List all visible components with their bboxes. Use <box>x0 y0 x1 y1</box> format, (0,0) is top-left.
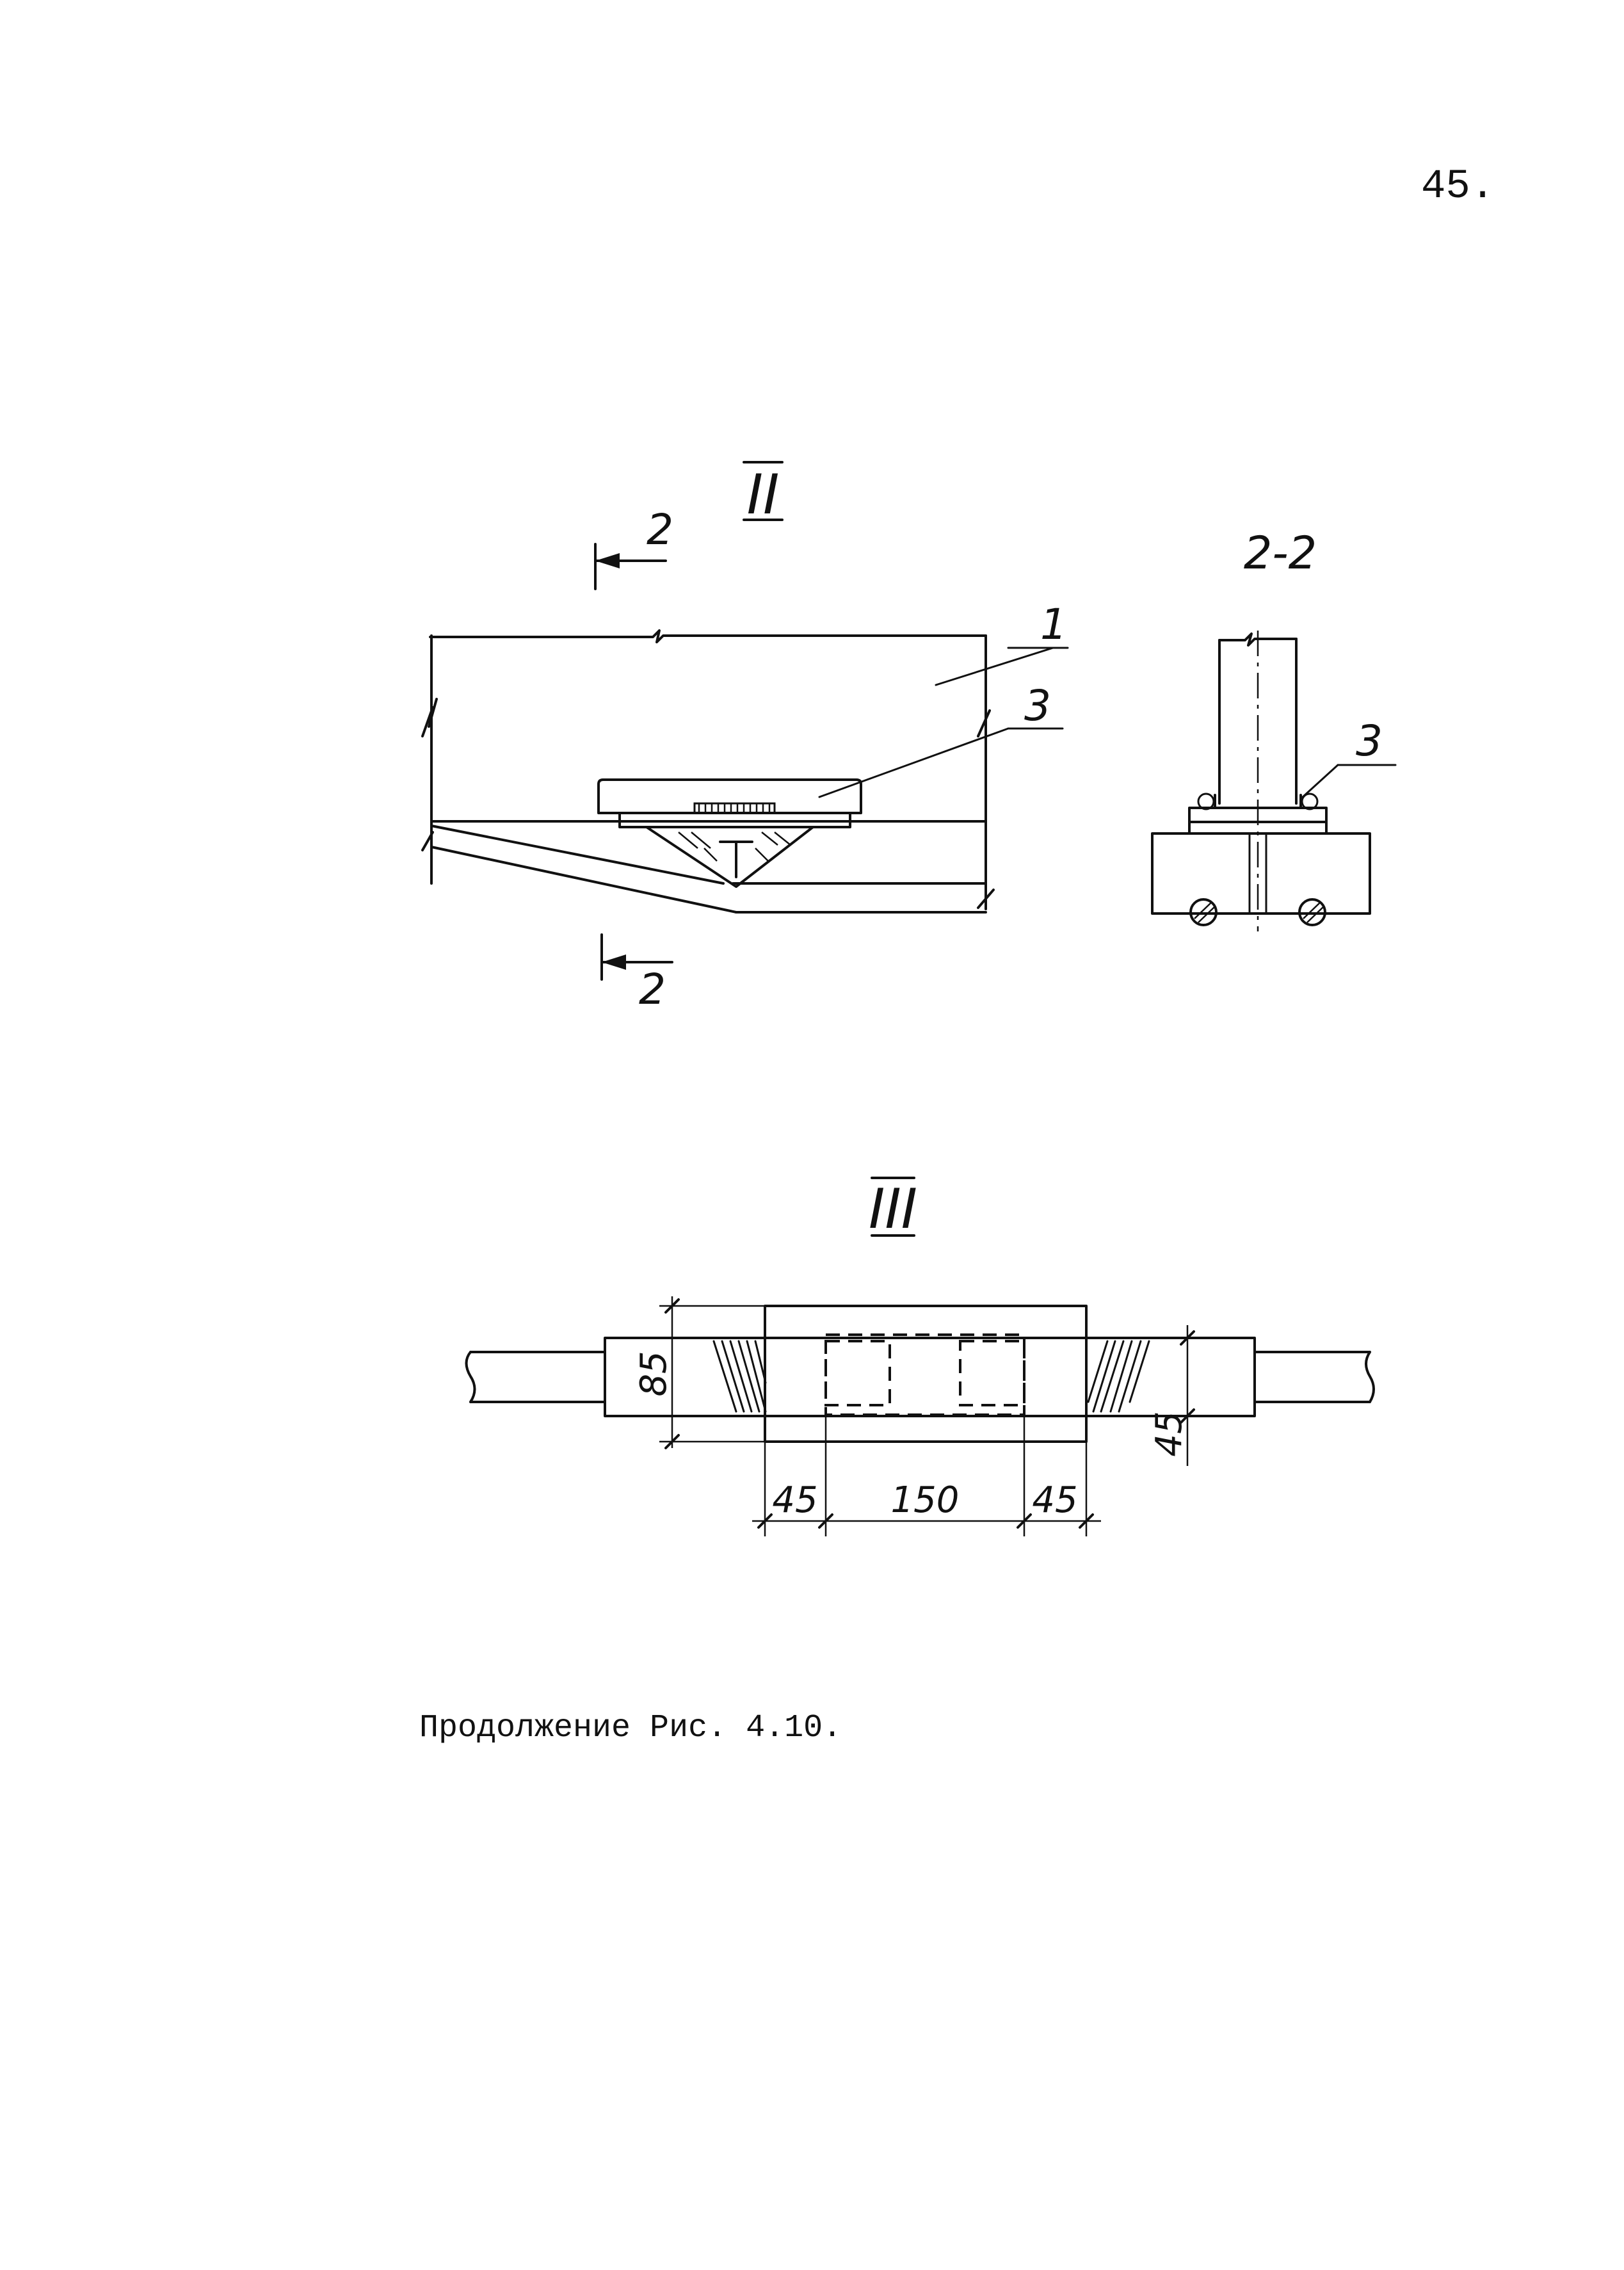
post-top-break <box>1218 632 1298 647</box>
section-marker-top-arrowhead <box>595 553 620 568</box>
base-block <box>1151 832 1371 915</box>
section-marker-top-label: 2 <box>647 505 673 554</box>
dim-height-left: 85 <box>633 1351 675 1396</box>
view-ii-drawing: II 2 2 <box>421 461 1069 1014</box>
rebar-left-hatch <box>1194 902 1216 923</box>
weld-hatch-right <box>1087 1340 1150 1413</box>
dim-bottom-left: 45 <box>772 1479 817 1521</box>
view-iii-title: III <box>869 1177 917 1241</box>
page-number: 45. <box>1421 164 1495 210</box>
rebar-left <box>1189 898 1218 926</box>
beam-right-break <box>977 709 991 737</box>
section-2-2-drawing: 2-2 3 <box>1151 527 1397 931</box>
gusset-hatch <box>678 832 791 862</box>
view-ii-title: II <box>747 463 780 527</box>
dashed-insert-right <box>959 1340 1025 1406</box>
callout-3-label: 3 <box>1024 681 1051 730</box>
weld-hatch-left <box>712 1340 767 1413</box>
right-rod <box>1253 1351 1375 1403</box>
haunch-line-lower <box>430 846 737 914</box>
coupler-block <box>764 1305 1088 1443</box>
dim-45-right-ticks <box>1180 1330 1195 1424</box>
section-marker-bottom-label: 2 <box>639 965 666 1014</box>
dashed-insert-left <box>824 1340 891 1406</box>
cap-weld-hatch <box>698 803 771 813</box>
haunch-line-upper <box>430 825 725 885</box>
beam-top-edge <box>429 629 987 643</box>
section-2-2-title: 2-2 <box>1244 527 1317 579</box>
section-marker-bottom-arrowhead <box>602 954 626 970</box>
dim-bottom-middle: 150 <box>891 1479 960 1521</box>
dim-bottom-right: 45 <box>1032 1479 1077 1521</box>
gusset-triangle <box>645 826 814 888</box>
beam-lower-breaks <box>421 831 995 909</box>
dim-85-ticks <box>664 1298 680 1449</box>
cap-plate <box>597 778 862 814</box>
figure-caption: Продолжение Рис. 4.10. <box>419 1710 842 1746</box>
cap-weld-strip <box>693 802 776 814</box>
base-block-slot <box>1248 832 1267 915</box>
section-callout-3-label: 3 <box>1356 716 1383 766</box>
view-iii-drawing: III 85 45 45 150 45 <box>465 1177 1375 1536</box>
left-rod <box>465 1351 606 1403</box>
rebar-right <box>1298 898 1326 926</box>
dim-bottom-ticks <box>757 1513 1094 1529</box>
rebar-right-hatch <box>1303 902 1324 923</box>
dim-height-right: 45 <box>1148 1411 1190 1456</box>
callout-1-leader <box>935 647 1054 686</box>
callout-1-label: 1 <box>1040 600 1067 649</box>
sleeve-band <box>604 1337 1256 1417</box>
beam-left-break <box>421 698 438 737</box>
dashed-insert <box>824 1333 1025 1416</box>
post-weld-ticks <box>1214 794 1302 809</box>
section-callout-3-leader <box>1301 764 1339 798</box>
callout-3-leader <box>818 727 1009 798</box>
central-stiffener <box>719 841 753 878</box>
